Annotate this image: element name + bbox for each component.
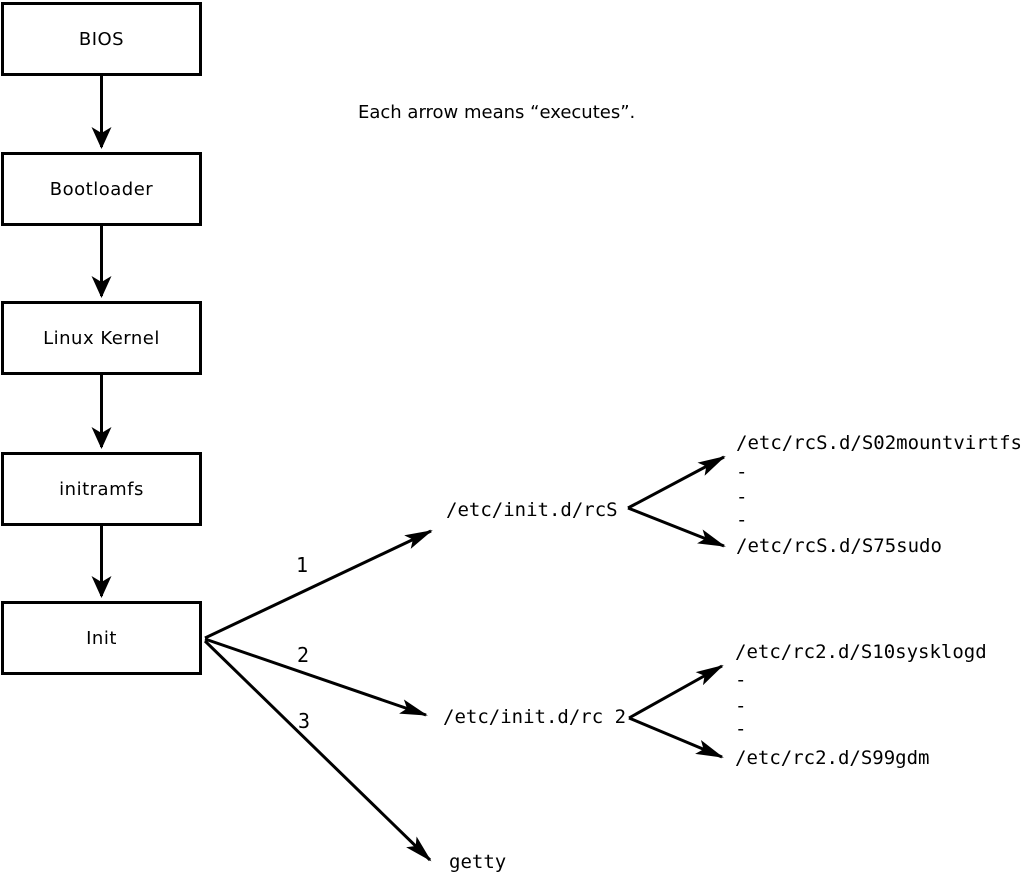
box-init-label: Init xyxy=(86,627,117,649)
script-ellipsis-dash: - xyxy=(736,486,748,508)
branch-1-number: 1 xyxy=(296,553,309,577)
box-bootloader: Bootloader xyxy=(1,152,202,226)
script-S02mountvirtfs: /etc/rcS.d/S02mountvirtfs xyxy=(736,432,1022,454)
script-ellipsis-dash: - xyxy=(735,669,747,691)
target-etc-init-d-rcS: /etc/init.d/rcS xyxy=(446,499,618,521)
box-bootloader-label: Bootloader xyxy=(49,178,154,200)
arrow-rcS-to-S02mountvirtfs xyxy=(627,455,726,510)
box-initramfs: initramfs xyxy=(1,452,202,526)
arrow-rc2-to-S99gdm xyxy=(628,716,724,759)
arrow-init-to-rc2 xyxy=(204,637,428,717)
script-S10sysklogd: /etc/rc2.d/S10sysklogd xyxy=(735,641,987,663)
script-S75sudo: /etc/rcS.d/S75sudo xyxy=(736,535,942,557)
script-ellipsis-dash: - xyxy=(736,509,748,531)
target-getty: getty xyxy=(449,851,507,873)
arrow-init-to-rcS xyxy=(204,529,433,640)
box-bios-label: BIOS xyxy=(78,28,125,50)
box-linux-kernel: Linux Kernel xyxy=(1,301,202,375)
target-etc-init-d-rc-2: /etc/init.d/rc 2 xyxy=(443,706,627,728)
branch-3-number: 3 xyxy=(298,709,311,733)
box-bios: BIOS xyxy=(1,2,202,76)
arrow-rc2-to-S10sysklogd xyxy=(628,664,724,720)
box-initramfs-label: initramfs xyxy=(59,478,144,500)
script-ellipsis-dash: - xyxy=(735,718,747,740)
script-S99gdm: /etc/rc2.d/S99gdm xyxy=(735,747,930,769)
arrow-init-to-getty xyxy=(203,639,432,862)
box-linux-kernel-label: Linux Kernel xyxy=(43,327,160,349)
script-ellipsis-dash: - xyxy=(736,461,748,483)
legend-note: Each arrow means “executes”. xyxy=(358,102,636,123)
arrow-rcS-to-S75sudo xyxy=(627,506,726,548)
branch-2-number: 2 xyxy=(297,643,310,667)
box-init: Init xyxy=(1,601,202,675)
script-ellipsis-dash: - xyxy=(735,695,747,717)
